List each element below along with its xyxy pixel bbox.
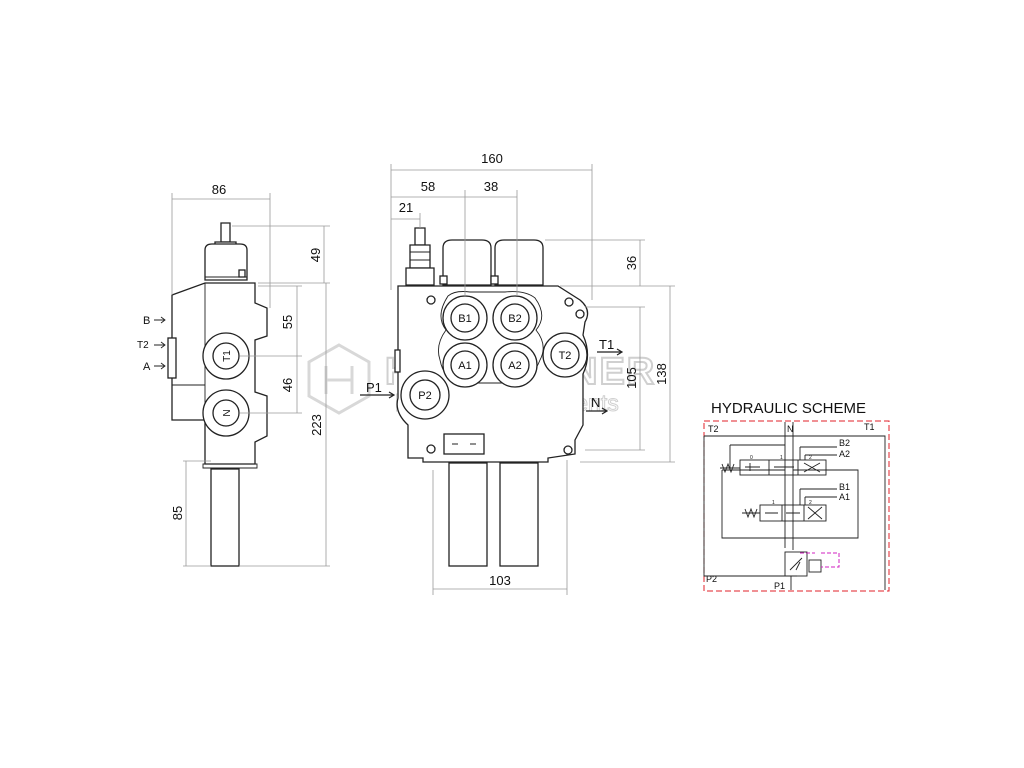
front-dim-c: 21 [399, 200, 413, 215]
side-port-t1: T1 [222, 350, 233, 362]
side-view: T1 N B T2 A 86 49 55 46 223 85 [137, 182, 330, 567]
port-a2: A2 [508, 360, 521, 372]
side-arrow-b-label: B [143, 315, 150, 327]
side-dim-lower: 46 [280, 378, 295, 392]
scheme-label-p2: P2 [706, 574, 717, 584]
front-dim-top: 36 [624, 256, 639, 270]
scheme-label-a1: A1 [839, 492, 850, 502]
front-dim-mid: 105 [624, 367, 639, 389]
watermark-logo-icon [307, 343, 371, 415]
side-port-n: N [222, 409, 233, 416]
front-view: B1 B2 A1 A2 T2 P2 P1 T1 N 160 58 38 21 [360, 151, 675, 595]
side-arrow-a-label: A [143, 361, 151, 373]
scheme-label-b2: B2 [839, 438, 850, 448]
side-arrow-t2-label: T2 [137, 340, 149, 351]
port-t2: T2 [559, 350, 572, 362]
scheme-label-a2: A2 [839, 449, 850, 459]
scheme-boundary [703, 420, 890, 592]
scheme-label-n: N [787, 424, 794, 434]
port-b1: B1 [458, 313, 471, 325]
spool-lower-number-2: 2 [809, 500, 812, 506]
spool-upper-number-0: 0 [750, 455, 753, 461]
spool-valve-lower: 1 2 [742, 500, 827, 522]
relief-valve-symbol [784, 551, 840, 577]
spool-upper-number-1: 1 [780, 455, 783, 461]
front-dim-height: 138 [654, 363, 669, 385]
flow-label-p1: P1 [366, 380, 382, 395]
spool-upper-number-2: 2 [809, 455, 812, 461]
scheme-title: HYDRAULIC SCHEME [711, 400, 866, 417]
port-p2: P2 [418, 390, 431, 402]
scheme-label-p1: P1 [774, 581, 785, 591]
side-dim-upper: 55 [280, 315, 295, 329]
watermark-logo-h-icon [324, 366, 354, 394]
front-dim-a: 58 [421, 179, 435, 194]
spool-lower-number-1: 1 [772, 500, 775, 506]
scheme-label-b1: B1 [839, 482, 850, 492]
spool-valve-upper: 0 1 2 [720, 455, 827, 476]
side-dim-top: 49 [308, 248, 323, 262]
side-dim-width: 86 [212, 182, 226, 197]
front-dim-width: 160 [481, 151, 503, 166]
side-dim-lever: 85 [170, 506, 185, 520]
side-dim-total: 223 [309, 414, 324, 436]
scheme-label-t1: T1 [864, 422, 875, 432]
flow-label-n: N [591, 395, 600, 410]
port-b2: B2 [508, 313, 521, 325]
hydraulic-scheme: HYDRAULIC SCHEME T2 N T1 B2 A2 B1 A1 P2 … [703, 400, 890, 592]
front-dim-b: 38 [484, 179, 498, 194]
scheme-label-t2: T2 [708, 424, 719, 434]
port-a1: A1 [458, 360, 471, 372]
flow-label-t1: T1 [599, 337, 614, 352]
front-dim-base: 103 [489, 573, 511, 588]
